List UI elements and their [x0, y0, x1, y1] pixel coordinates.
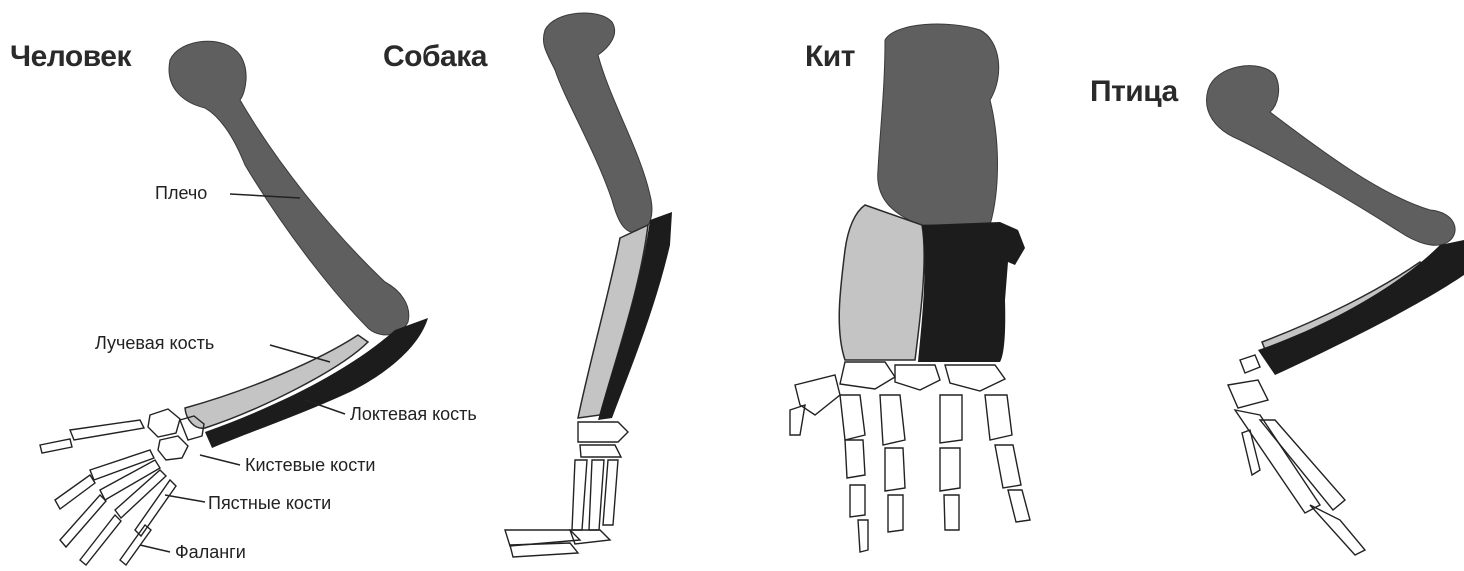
bird-hand	[1228, 355, 1365, 555]
title-dog: Собака	[383, 40, 487, 74]
leader-radius	[270, 345, 330, 362]
whale-flipper	[790, 362, 1030, 552]
bird-limb	[1207, 66, 1464, 555]
label-ulna: Локтевая кость	[350, 404, 477, 425]
title-human: Человек	[10, 40, 131, 74]
label-radius: Лучевая кость	[95, 333, 214, 354]
bird-humerus	[1207, 66, 1456, 246]
human-limb	[40, 41, 428, 565]
label-metacarpals: Пястные кости	[208, 493, 331, 514]
human-ulna	[205, 318, 428, 448]
leader-metacarpals	[165, 495, 205, 502]
whale-limb	[790, 24, 1030, 552]
dog-limb	[505, 13, 672, 557]
title-whale: Кит	[805, 40, 855, 74]
whale-humerus	[878, 24, 999, 225]
leader-carpals	[200, 455, 240, 465]
dog-paw	[505, 422, 628, 557]
whale-ulna	[918, 222, 1025, 362]
label-phalanges: Фаланги	[175, 542, 246, 563]
title-bird: Птица	[1090, 75, 1178, 109]
label-carpals: Кистевые кости	[245, 455, 376, 476]
dog-humerus	[543, 13, 652, 233]
leader-phalanges	[140, 545, 170, 552]
whale-radius	[839, 205, 924, 360]
bird-ulna	[1258, 240, 1464, 375]
label-humerus: Плечо	[155, 183, 207, 204]
